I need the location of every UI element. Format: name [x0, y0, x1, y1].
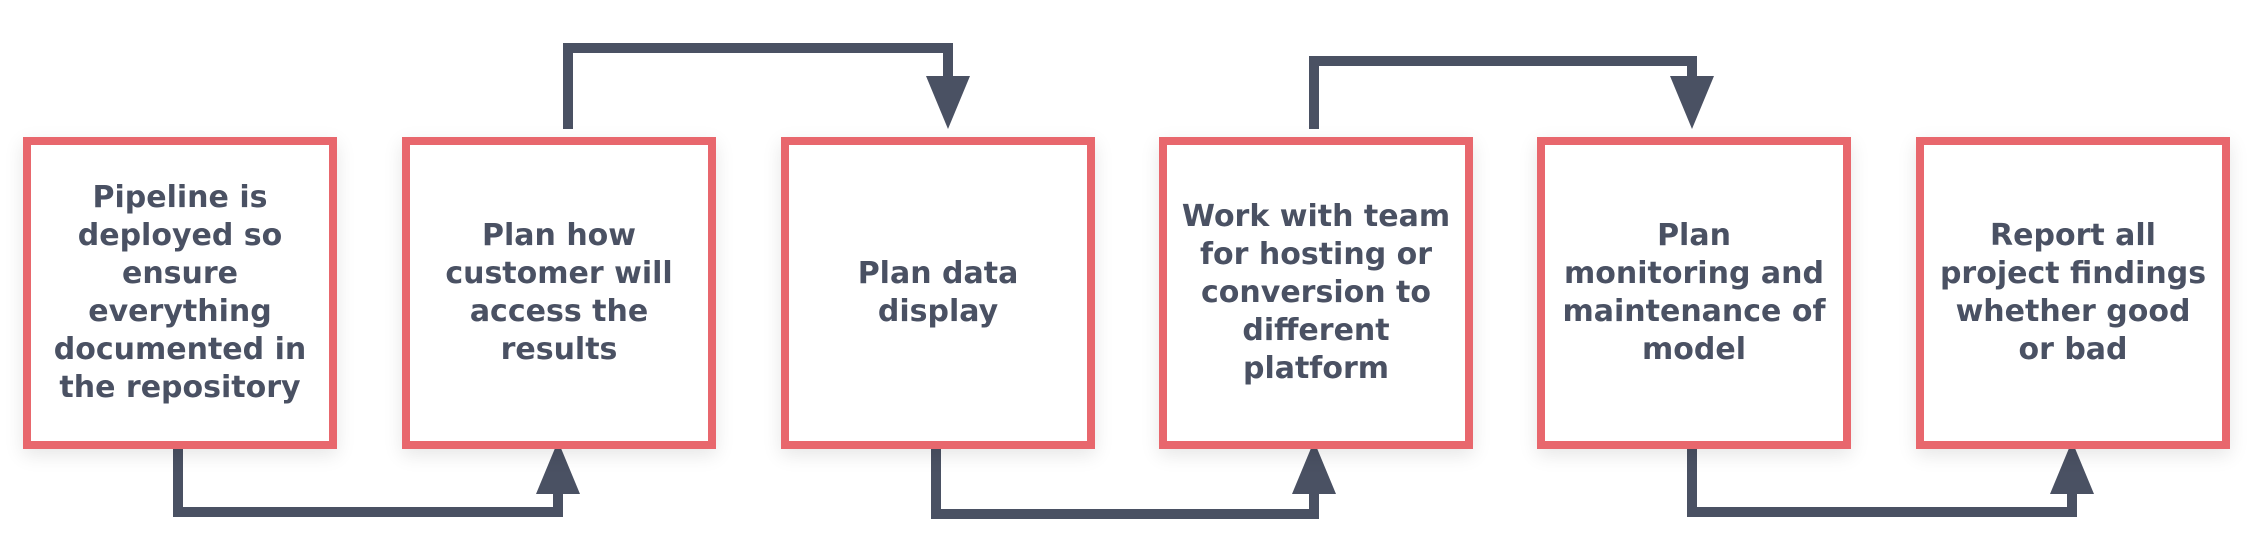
step-box-6: Report all project findings whether good…: [1916, 137, 2230, 449]
arrowhead-down-step-3: [926, 76, 970, 129]
step-label: Plan how customer will access the result…: [445, 218, 673, 367]
step-label: Work with team for hosting or conversion…: [1181, 199, 1451, 386]
step-box-3: Plan data display: [781, 137, 1095, 449]
arrowhead-up-step-6: [2050, 441, 2094, 494]
arrowhead-up-step-2: [536, 441, 580, 494]
step-box-2: Plan how customer will access the result…: [402, 137, 716, 449]
step-label: Plan data display: [857, 256, 1019, 329]
step-box-1: Pipeline is deployed so ensure everythin…: [23, 137, 337, 449]
step-label: Plan monitoring and maintenance of model: [1562, 218, 1826, 367]
arrowhead-up-step-4: [1292, 441, 1336, 494]
step-label: Pipeline is deployed so ensure everythin…: [53, 180, 307, 405]
connector-3-to-4: [931, 441, 1319, 519]
connector-4-to-5: [1309, 56, 1697, 129]
arrowhead-down-step-5: [1670, 76, 1714, 129]
step-box-4: Work with team for hosting or conversion…: [1159, 137, 1473, 449]
connector-2-to-3: [563, 43, 953, 129]
step-box-5: Plan monitoring and maintenance of model: [1537, 137, 1851, 449]
connector-1-to-2: [173, 441, 563, 517]
step-label: Report all project findings whether good…: [1939, 218, 2207, 367]
connector-5-to-6: [1687, 441, 2077, 517]
